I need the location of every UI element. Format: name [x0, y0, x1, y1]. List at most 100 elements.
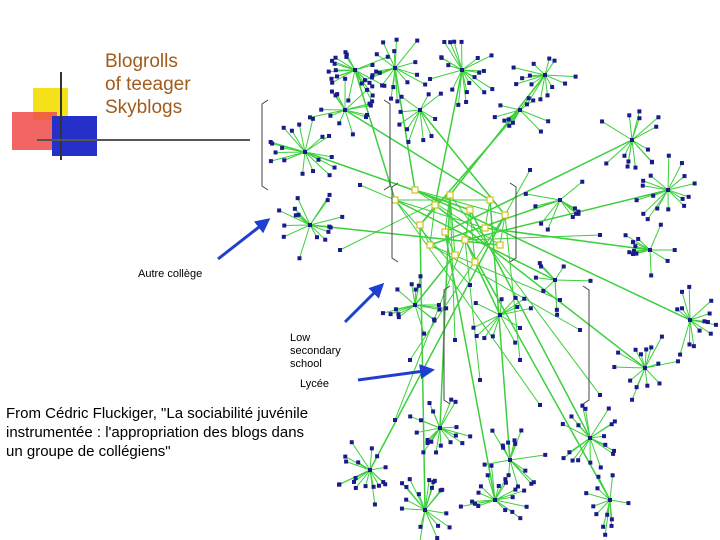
leaf-node [705, 320, 710, 325]
hub-node [666, 188, 670, 192]
leaf-node [526, 96, 531, 101]
peripheral-node [528, 168, 532, 172]
leaf-node [659, 334, 664, 339]
peripheral-node [598, 393, 602, 397]
leaf-node [692, 181, 697, 186]
leaf-node [460, 441, 465, 446]
leaf-node [396, 315, 401, 320]
leaf-node [431, 409, 436, 414]
leaf-node [433, 116, 438, 121]
leaf-node [634, 198, 639, 203]
leaf-node [499, 297, 504, 302]
core-node [486, 196, 494, 204]
arrow-autre-college [217, 218, 271, 261]
leaf-node [594, 512, 599, 517]
leaf-node [314, 235, 319, 240]
leaf-node [611, 451, 616, 456]
leaf-node [687, 342, 692, 347]
leaf-node [588, 278, 593, 283]
leaf-node [434, 450, 439, 455]
leaf-node [327, 133, 332, 138]
leaf-node [436, 523, 441, 528]
leaf-node [437, 307, 442, 312]
leaf-node [633, 165, 638, 170]
leaf-node [601, 524, 606, 529]
leaf-node [392, 49, 397, 54]
leaf-node [326, 229, 331, 234]
leaf-node [524, 102, 529, 107]
label-lycee: Lycée [300, 378, 329, 390]
peripheral-node [358, 183, 362, 187]
hub-node [393, 66, 397, 70]
leaf-node [300, 171, 305, 176]
peripheral-node [338, 248, 342, 252]
network-nodes [268, 37, 718, 540]
leaf-node [444, 306, 449, 311]
hub-node [518, 108, 522, 112]
leaf-node [527, 73, 532, 78]
leaf-node [682, 174, 687, 179]
leaf-node [627, 113, 632, 118]
leaf-node [546, 119, 551, 124]
leaf-node [408, 414, 413, 419]
leaf-node [576, 423, 581, 428]
leaf-node [679, 161, 684, 166]
leaf-node [474, 333, 479, 338]
leaf-node [616, 350, 621, 355]
leaf-node [447, 525, 452, 530]
leaf-node [651, 193, 656, 198]
leaf-node [490, 87, 495, 92]
leaf-node [666, 207, 671, 212]
leaf-node [490, 428, 495, 433]
leaf-node [340, 214, 345, 219]
leaf-node [405, 127, 410, 132]
leaf-node [372, 502, 377, 507]
leaf-node [713, 322, 718, 327]
leaf-node [702, 319, 707, 324]
leaf-node [697, 328, 702, 333]
leaf-node [344, 459, 349, 464]
leaf-node [631, 240, 636, 245]
leaf-node [327, 192, 332, 197]
leaf-node [456, 102, 461, 107]
core-node [426, 241, 434, 249]
leaf-node [289, 128, 294, 133]
leaf-node [388, 312, 393, 317]
leaf-node [325, 198, 330, 203]
leaf-node [609, 523, 614, 528]
leaf-node [389, 96, 394, 101]
leaf-node [708, 331, 713, 336]
leaf-node [307, 115, 312, 120]
leaf-node [529, 82, 534, 87]
leaf-node [381, 480, 386, 485]
leaf-node [428, 77, 433, 82]
hub-node [353, 68, 357, 72]
leaf-node [426, 92, 431, 97]
leaf-node [281, 234, 286, 239]
leaf-node [665, 258, 670, 263]
leaf-node [421, 138, 426, 143]
leaf-node [513, 340, 518, 345]
peripheral-node [408, 358, 412, 362]
hub-node [553, 278, 557, 282]
core-node [411, 186, 419, 194]
leaf-node [310, 116, 315, 121]
hub-node [608, 498, 612, 502]
bracket-lycee [443, 285, 590, 405]
leaf-node [588, 460, 593, 465]
hub-node [460, 68, 464, 72]
peripheral-node [393, 418, 397, 422]
leaf-node [450, 87, 455, 92]
core-node [481, 224, 489, 232]
hub-node [303, 150, 307, 154]
leaf-node [514, 82, 519, 87]
hub-node [498, 313, 502, 317]
leaf-node [422, 331, 427, 336]
slide-title: Blogrolls of teeager Skyblogs [105, 51, 191, 118]
leaf-node [477, 70, 482, 75]
leaf-node [377, 70, 382, 75]
leaf-node [425, 437, 430, 442]
leaf-node [627, 250, 632, 255]
leaf-node [513, 487, 518, 492]
leaf-node [522, 488, 527, 493]
